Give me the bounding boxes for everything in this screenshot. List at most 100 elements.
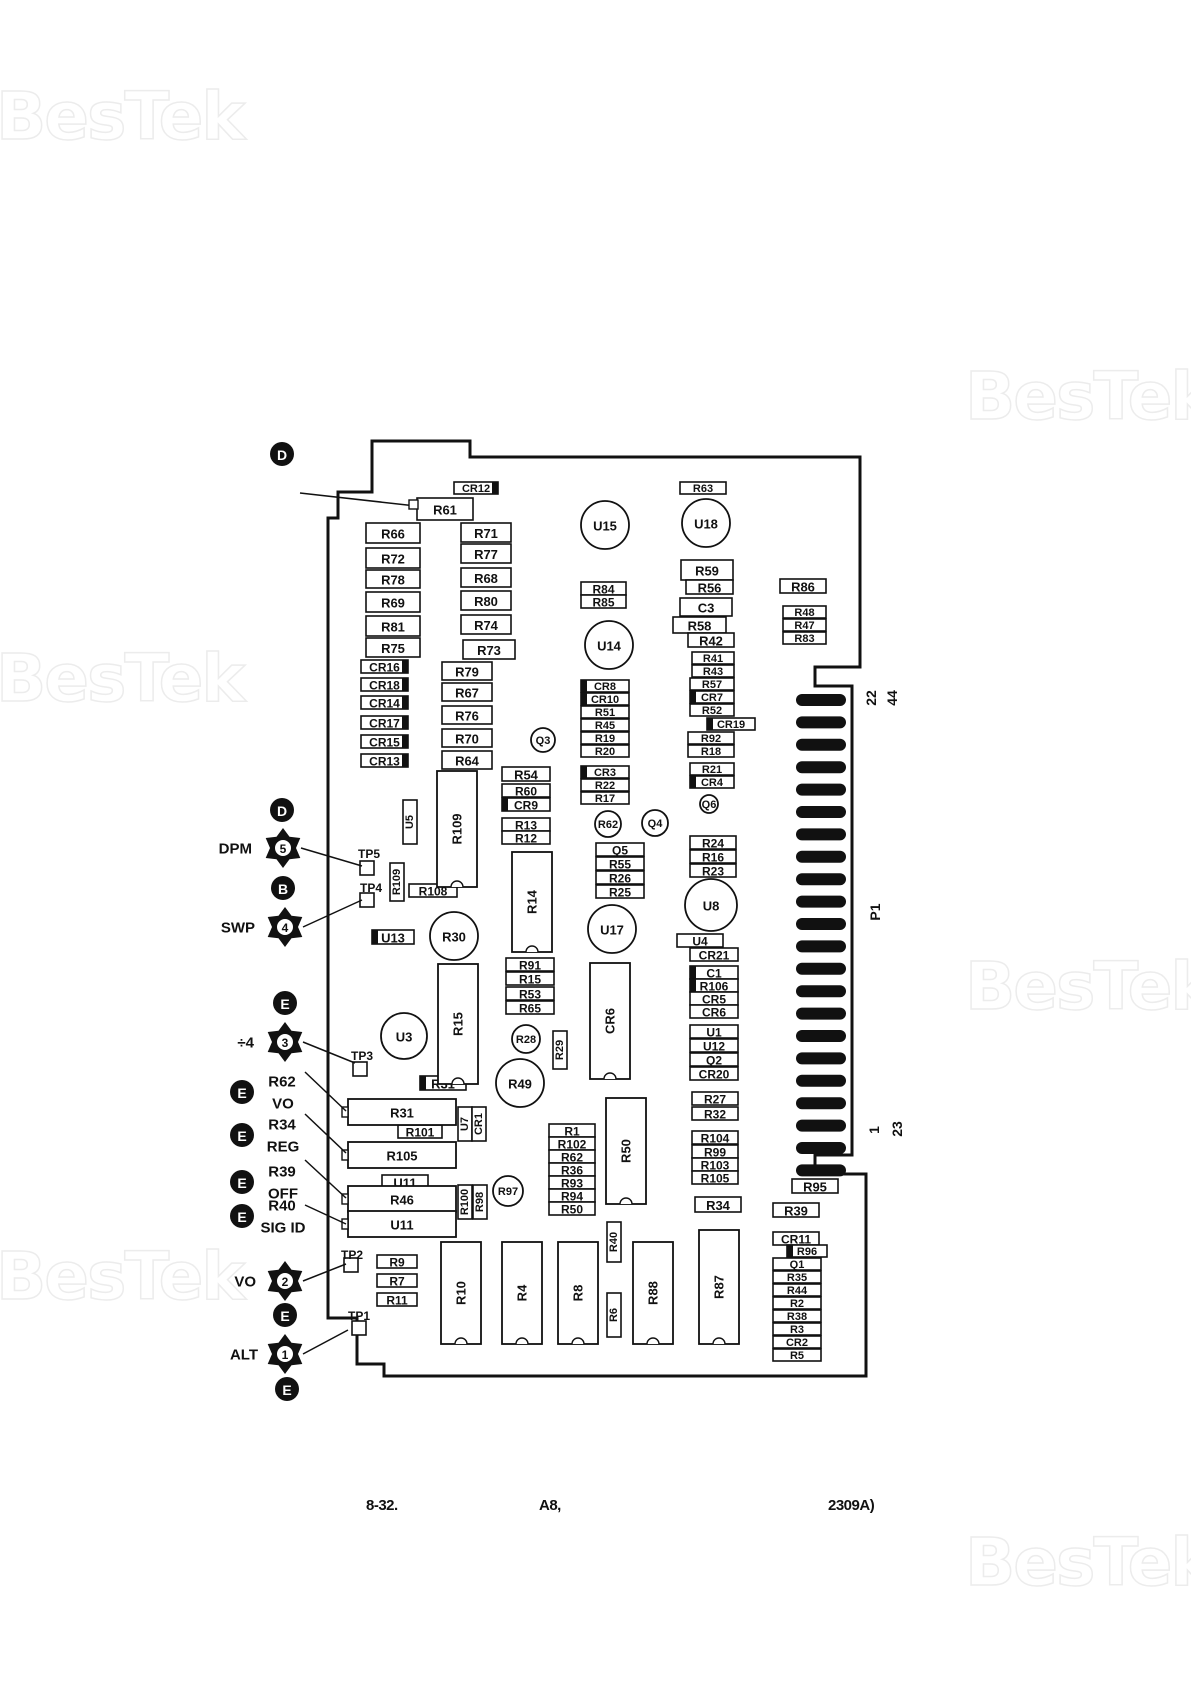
svg-text:R22: R22 — [595, 780, 615, 792]
svg-text:R105: R105 — [386, 1149, 417, 1164]
svg-text:R109: R109 — [450, 813, 465, 844]
component-r47: R47 — [782, 618, 827, 632]
component-r73: R73 — [462, 639, 516, 660]
ic-r14: R14 — [511, 851, 553, 953]
component-r64: R64 — [441, 750, 493, 770]
callout-letter-e: E — [275, 1377, 299, 1401]
component-c1: C1 — [689, 965, 739, 981]
svg-text:R15: R15 — [451, 1012, 466, 1036]
svg-text:R64: R64 — [455, 754, 480, 769]
component-r85: R85 — [580, 594, 627, 610]
test-point-tp3: TP3 — [351, 1049, 373, 1077]
svg-text:R69: R69 — [381, 596, 405, 611]
test-point-tp4: TP4 — [359, 881, 382, 908]
svg-text:CR13: CR13 — [369, 755, 400, 769]
svg-text:E: E — [280, 1308, 289, 1324]
svg-text:R38: R38 — [787, 1311, 807, 1323]
component-cr15: CR15 — [360, 734, 409, 750]
connector-finger — [796, 806, 846, 818]
component-r72: R72 — [365, 547, 421, 569]
component-r24: R24 — [689, 835, 737, 851]
component-r74: R74 — [460, 614, 512, 635]
component-cr4: CR4 — [689, 775, 735, 789]
component-r76: R76 — [441, 705, 493, 725]
callout-letter-e: E — [230, 1080, 254, 1104]
component-u14: U14 — [584, 620, 634, 670]
svg-text:CR12: CR12 — [462, 483, 490, 495]
svg-text:U11: U11 — [390, 1218, 413, 1233]
svg-text:R17: R17 — [595, 793, 615, 805]
component-u17: U17 — [587, 904, 637, 954]
component-u18: U18 — [681, 498, 731, 548]
svg-text:R84: R84 — [592, 583, 614, 597]
svg-text:TP2: TP2 — [341, 1248, 363, 1262]
svg-text:R66: R66 — [381, 527, 405, 542]
svg-text:R47: R47 — [794, 620, 814, 632]
svg-text:Q2: Q2 — [706, 1054, 722, 1068]
component-r78: R78 — [365, 569, 421, 589]
svg-text:C3: C3 — [698, 601, 715, 616]
svg-text:R26: R26 — [609, 872, 631, 886]
svg-text:U12: U12 — [703, 1040, 725, 1054]
connector-finger — [796, 1007, 846, 1020]
component-cr8: CR8 — [580, 679, 630, 693]
svg-text:R16: R16 — [702, 851, 724, 865]
watermark: BesTek — [0, 77, 246, 156]
connector-finger — [796, 783, 846, 796]
svg-text:R29: R29 — [554, 1040, 566, 1060]
svg-text:CR10: CR10 — [591, 694, 619, 706]
svg-text:R87: R87 — [712, 1275, 727, 1299]
component-r71: R71 — [460, 522, 512, 543]
svg-text:CR15: CR15 — [369, 736, 400, 750]
component-q4: Q4 — [641, 809, 669, 837]
callout-letter-e: E — [230, 1123, 254, 1147]
component-r21: R21 — [689, 762, 735, 776]
ic-r15: R15 — [437, 963, 479, 1085]
connector-finger — [796, 716, 846, 729]
component-r40: R40 — [606, 1221, 622, 1263]
component-u1: U1 — [689, 1024, 739, 1040]
component-r38: R38 — [772, 1309, 822, 1323]
component-r34: R34 — [694, 1196, 742, 1213]
svg-text:R20: R20 — [595, 746, 615, 758]
svg-text:CR16: CR16 — [369, 661, 400, 675]
trimmer-r31: R31 — [341, 1098, 457, 1126]
svg-text:R43: R43 — [703, 666, 723, 678]
component-r7: R7 — [376, 1273, 418, 1289]
component-r100: R100 — [457, 1184, 473, 1220]
svg-text:U13: U13 — [381, 931, 405, 946]
component-cr17: CR17 — [360, 715, 409, 731]
component-r27: R27 — [691, 1091, 739, 1107]
svg-text:ALT: ALT — [230, 1347, 258, 1364]
svg-text:DPM: DPM — [219, 841, 252, 858]
svg-text:R91: R91 — [519, 959, 541, 973]
component-cr18: CR18 — [360, 677, 409, 693]
component-r50: R50 — [548, 1201, 596, 1217]
assembly-label: A8, — [539, 1497, 561, 1514]
svg-text:R100: R100 — [459, 1189, 471, 1215]
svg-text:R76: R76 — [455, 709, 479, 724]
callout-letter-b: B — [271, 876, 295, 900]
svg-text:R56: R56 — [698, 581, 722, 596]
svg-text:R2: R2 — [790, 1298, 804, 1310]
svg-text:R36: R36 — [561, 1164, 583, 1178]
svg-text:R13: R13 — [515, 819, 537, 833]
component-r29: R29 — [552, 1030, 568, 1070]
svg-text:R67: R67 — [455, 686, 479, 701]
pin-label: 23 — [889, 1121, 905, 1137]
svg-text:R50: R50 — [561, 1203, 583, 1217]
svg-text:R10: R10 — [454, 1281, 469, 1305]
svg-text:Q5: Q5 — [612, 844, 628, 858]
svg-text:R8: R8 — [571, 1285, 586, 1302]
connector-label-p1: P1 — [867, 903, 883, 920]
trimmer-r46: R46 — [341, 1185, 457, 1213]
svg-text:SIG ID: SIG ID — [260, 1220, 305, 1237]
svg-text:R40: R40 — [268, 1198, 296, 1215]
component-r52: R52 — [689, 703, 735, 717]
test-point-tp5: TP5 — [358, 847, 380, 876]
svg-text:E: E — [280, 996, 289, 1012]
component-c3: C3 — [679, 597, 733, 617]
component-r63: R63 — [679, 481, 727, 495]
